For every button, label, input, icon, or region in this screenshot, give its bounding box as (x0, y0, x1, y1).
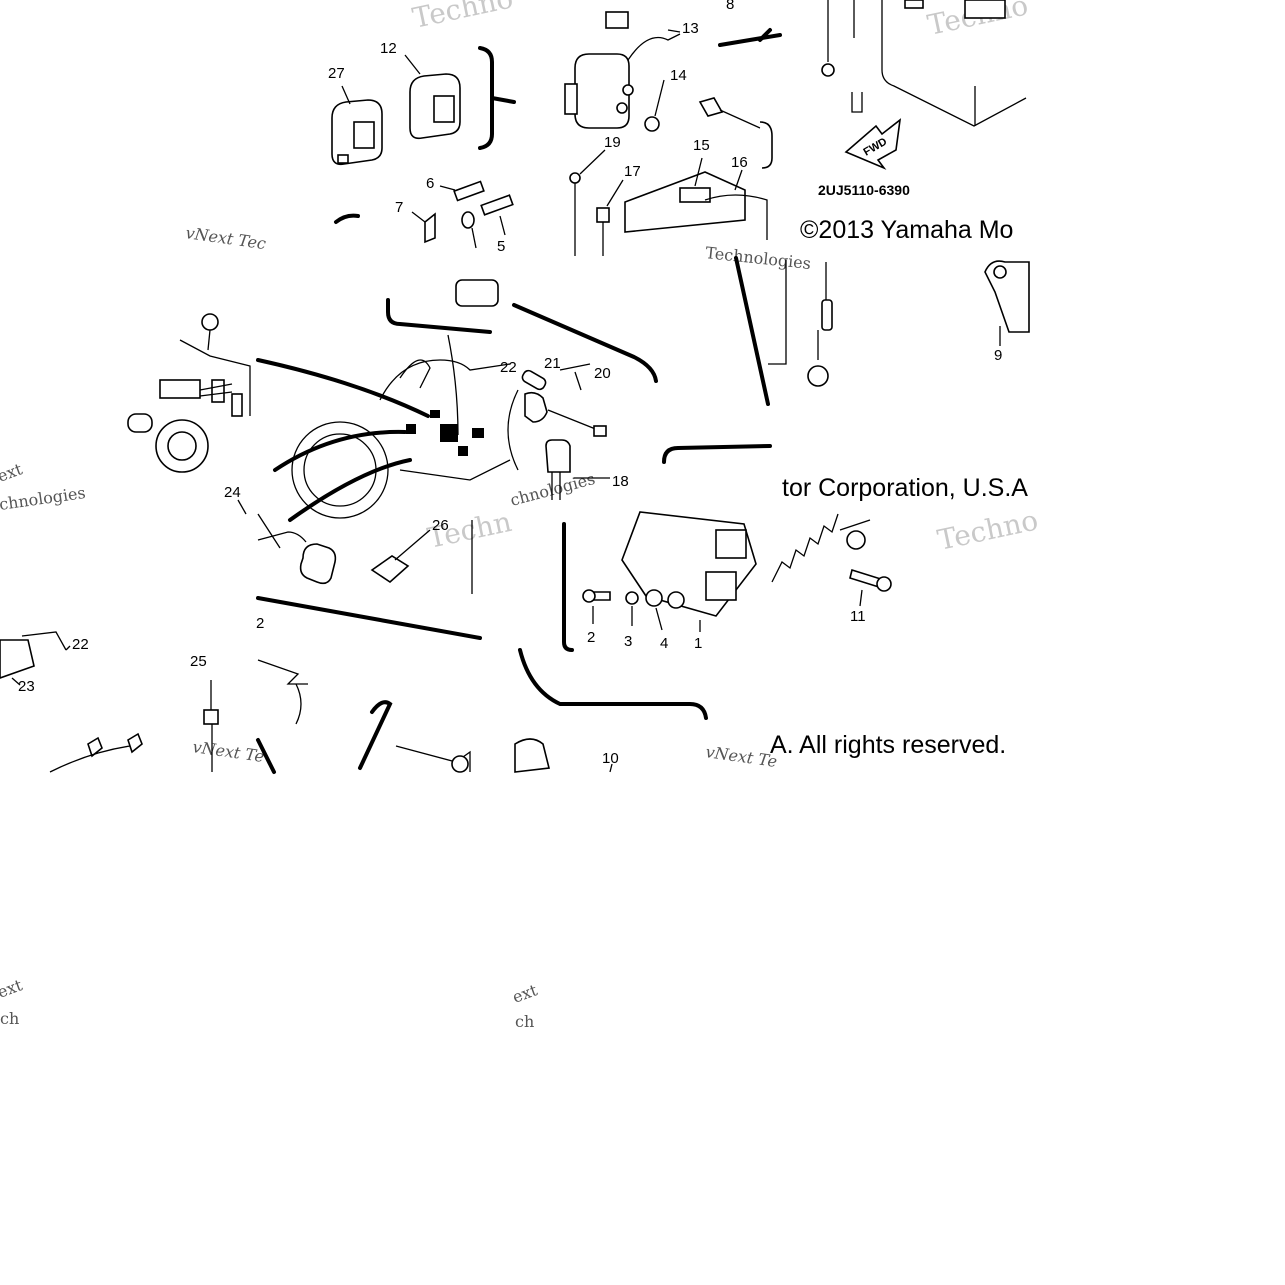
fuse-21 (521, 369, 547, 391)
fwd-arrow-icon: FWD (844, 118, 902, 170)
battery-box (881, 0, 1027, 127)
control-unit-1 (621, 511, 757, 617)
callout-c2b: 2 (256, 615, 264, 632)
callout-c9: 9 (994, 347, 1002, 364)
callout-c15: 15 (693, 137, 710, 154)
callout-c13: 13 (682, 20, 699, 37)
wire-leads (49, 732, 143, 773)
battery-band-15-16 (624, 171, 768, 240)
sensor-20 (524, 391, 607, 437)
bracket-7 (411, 211, 436, 244)
bolt-11a (839, 519, 871, 550)
relay-12 (409, 73, 461, 140)
connector-center (440, 424, 458, 442)
washer-5a (461, 211, 475, 229)
callout-c20: 20 (594, 365, 611, 382)
callout-c4: 4 (660, 635, 668, 652)
callout-c16: 16 (731, 154, 748, 171)
connector-25 (203, 680, 219, 772)
starter-relay-13 (564, 11, 681, 129)
callout-c8: 8 (726, 0, 734, 13)
bolt-11 (849, 568, 892, 592)
watermark-vnext-2: vNext Te (704, 742, 778, 771)
callout-c3: 3 (624, 633, 632, 650)
callout-c22: 22 (72, 636, 89, 653)
callout-c2: 2 (587, 629, 595, 646)
callout-c27: 27 (328, 65, 345, 82)
horn-relay-18 (545, 439, 571, 500)
callout-c11: 11 (850, 608, 866, 625)
watermark-chnologies-1: chnologies (0, 483, 87, 514)
motorcycle-outline (291, 359, 511, 519)
callout-c6: 6 (426, 175, 434, 192)
relay-27 (331, 99, 383, 166)
watermark-vnext-3: vNext Te (191, 737, 265, 766)
callout-c19: 19 (604, 134, 621, 151)
regulator-10 (514, 738, 550, 773)
lamp-22-23 (0, 631, 67, 679)
washer-4 (645, 589, 663, 607)
washer-3 (625, 591, 639, 605)
callout-c10: 10 (602, 750, 619, 767)
callout-c5: 5 (497, 238, 505, 255)
watermark-ext-1: ext (0, 459, 25, 486)
sensor-lead (698, 97, 773, 169)
callout-c17: 17 (624, 163, 641, 180)
bracket-9 (984, 260, 1030, 333)
coupler-top (455, 279, 499, 307)
copyright-line-2: tor Corporation, U.S.A (782, 474, 1028, 502)
bolt-6 (439, 180, 485, 202)
callout-c24: 24 (224, 484, 241, 501)
callout-c26: 26 (432, 517, 449, 534)
callout-c22b: 22 (500, 359, 517, 376)
watermark-techno-1: Techno (410, 0, 516, 35)
ignition-switch-24 (127, 313, 251, 473)
nut-14 (644, 116, 660, 132)
watermark-technologies-3: Technologies (705, 243, 812, 273)
callout-c18: 18 (612, 473, 629, 490)
callout-c1: 1 (694, 635, 702, 652)
bolt-5 (480, 194, 514, 216)
callout-c23: 23 (18, 678, 35, 695)
sensor-lead-9a (807, 262, 833, 387)
watermark-techno-3: Techno (935, 503, 1041, 556)
flasher-26 (370, 529, 431, 584)
terminal-19 (569, 172, 581, 256)
part-code: 2UJ5110-6390 (818, 182, 910, 198)
callout-c14: 14 (670, 67, 687, 84)
watermark-ch-2: ch (515, 1012, 534, 1031)
callout-c12: 12 (380, 40, 397, 57)
watermark-vnext-1: vNext Tec (184, 223, 267, 253)
callout-c25: 25 (190, 653, 207, 670)
copyright-line-3: A. All rights reserved. (770, 731, 1006, 759)
callout-c7: 7 (395, 199, 403, 216)
fuse-holder-17 (596, 207, 610, 256)
watermark-ch-1: ch (0, 1009, 19, 1028)
callout-c21: 21 (544, 355, 561, 372)
ground-lead (821, 0, 863, 113)
watermark-ext-3: ext (510, 980, 540, 1007)
watermark-ext-2: ext (0, 975, 25, 1002)
rectifier-fins (771, 513, 839, 583)
copyright-line-1: ©2013 Yamaha Mo (800, 216, 1013, 244)
coupler-small (257, 531, 337, 585)
